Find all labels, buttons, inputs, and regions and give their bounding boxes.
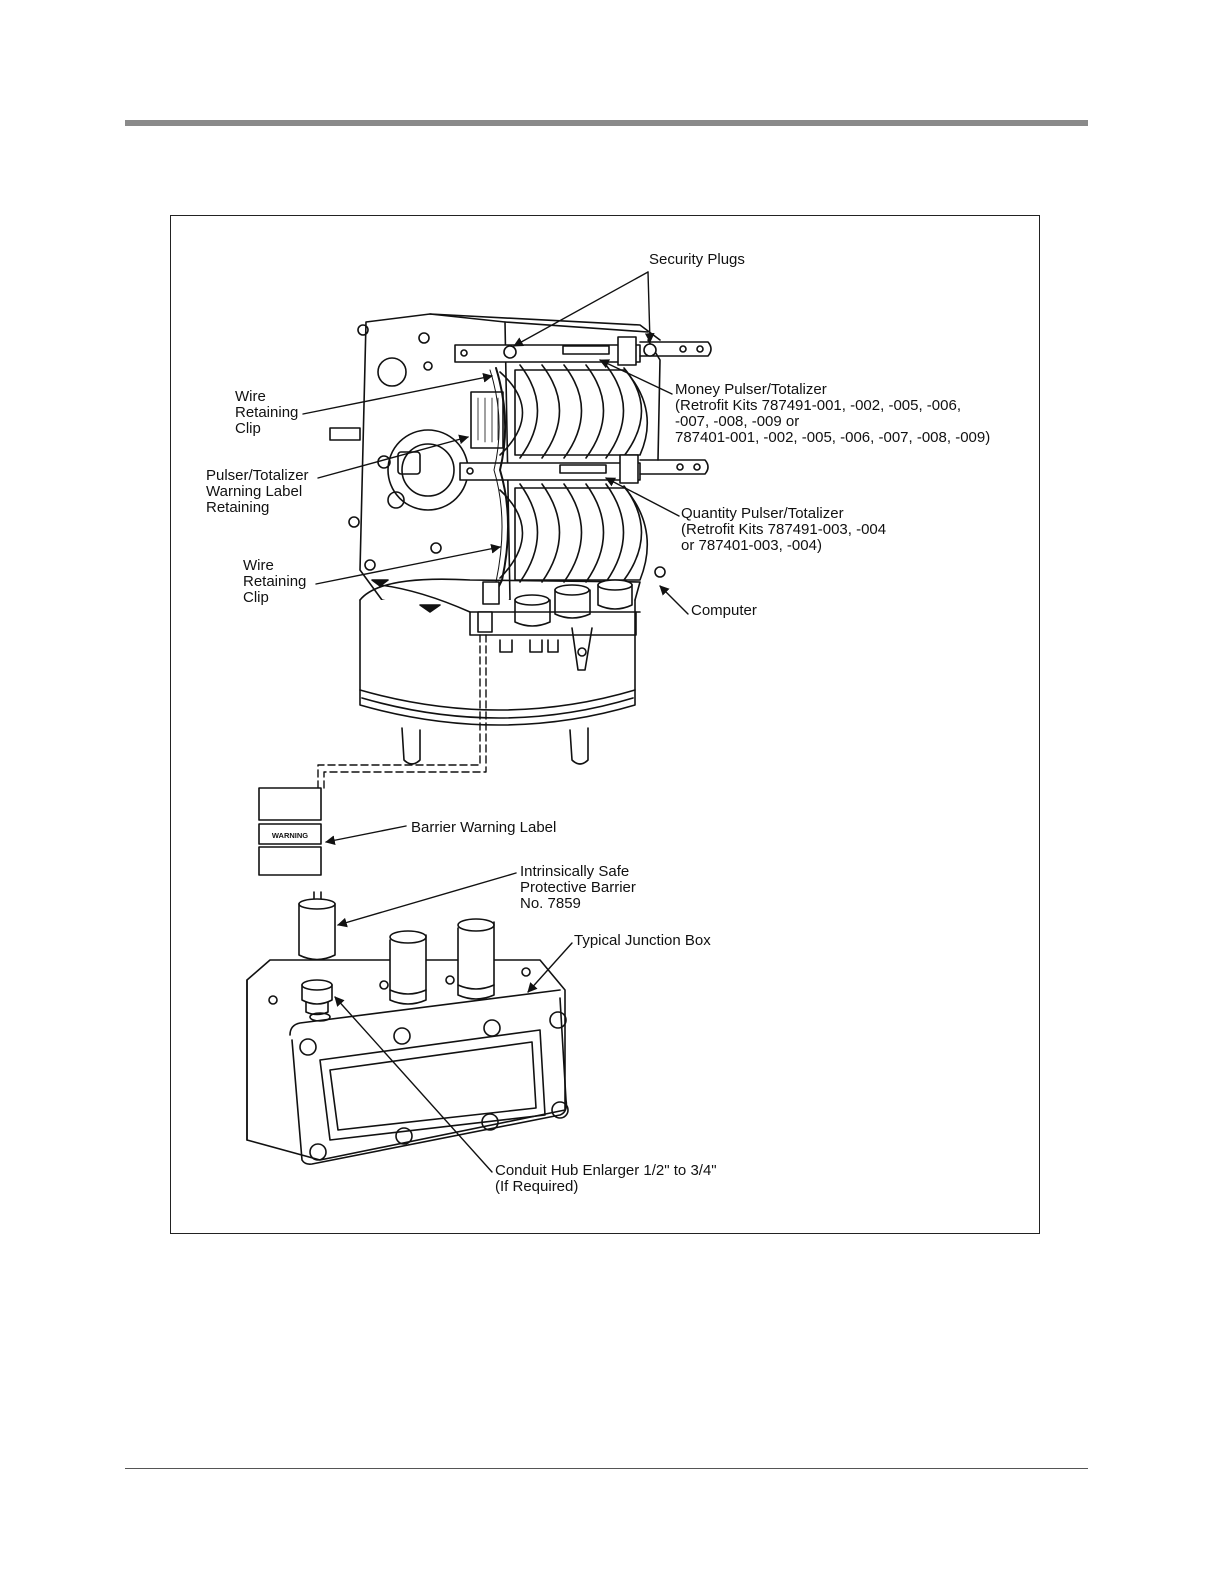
- label-wire-retaining-clip-bottom: Wire Retaining Clip: [243, 557, 307, 606]
- label-computer: Computer: [691, 602, 757, 619]
- barrier-wiring: [317, 634, 487, 791]
- computer-side-plate: [329, 313, 661, 621]
- callout-arrows: [302, 271, 689, 1173]
- label-money-pulser: Money Pulser/Totalizer (Retrofit Kits 78…: [675, 381, 991, 446]
- label-pulser-warning: Pulser/Totalizer Warning Label Retaining: [206, 467, 309, 516]
- barrier-stack: [258, 787, 322, 876]
- label-security-plugs: Security Plugs: [649, 251, 745, 268]
- upper-bracket: [454, 336, 712, 366]
- label-wire-retaining-clip-top: Wire Retaining Clip: [235, 388, 299, 437]
- header-rule: [125, 120, 1088, 126]
- computer-base: [359, 566, 666, 765]
- money-pulser-totalizer: [499, 339, 661, 461]
- label-protective-barrier: Intrinsically Safe Protective Barrier No…: [520, 863, 636, 912]
- footer-rule: [125, 1468, 1088, 1469]
- quantity-pulser-totalizer: [499, 483, 649, 583]
- label-quantity-pulser: Quantity Pulser/Totalizer (Retrofit Kits…: [681, 505, 887, 554]
- lower-bracket: [459, 454, 709, 484]
- label-conduit-hub: Conduit Hub Enlarger 1/2" to 3/4" (If Re…: [495, 1162, 717, 1195]
- label-junction-box: Typical Junction Box: [574, 932, 711, 949]
- label-barrier-warning: Barrier Warning Label: [411, 819, 557, 836]
- figure-frame: [170, 215, 1040, 1234]
- junction-box: [246, 918, 569, 1165]
- barrier-warning-text: WARNING: [272, 831, 308, 840]
